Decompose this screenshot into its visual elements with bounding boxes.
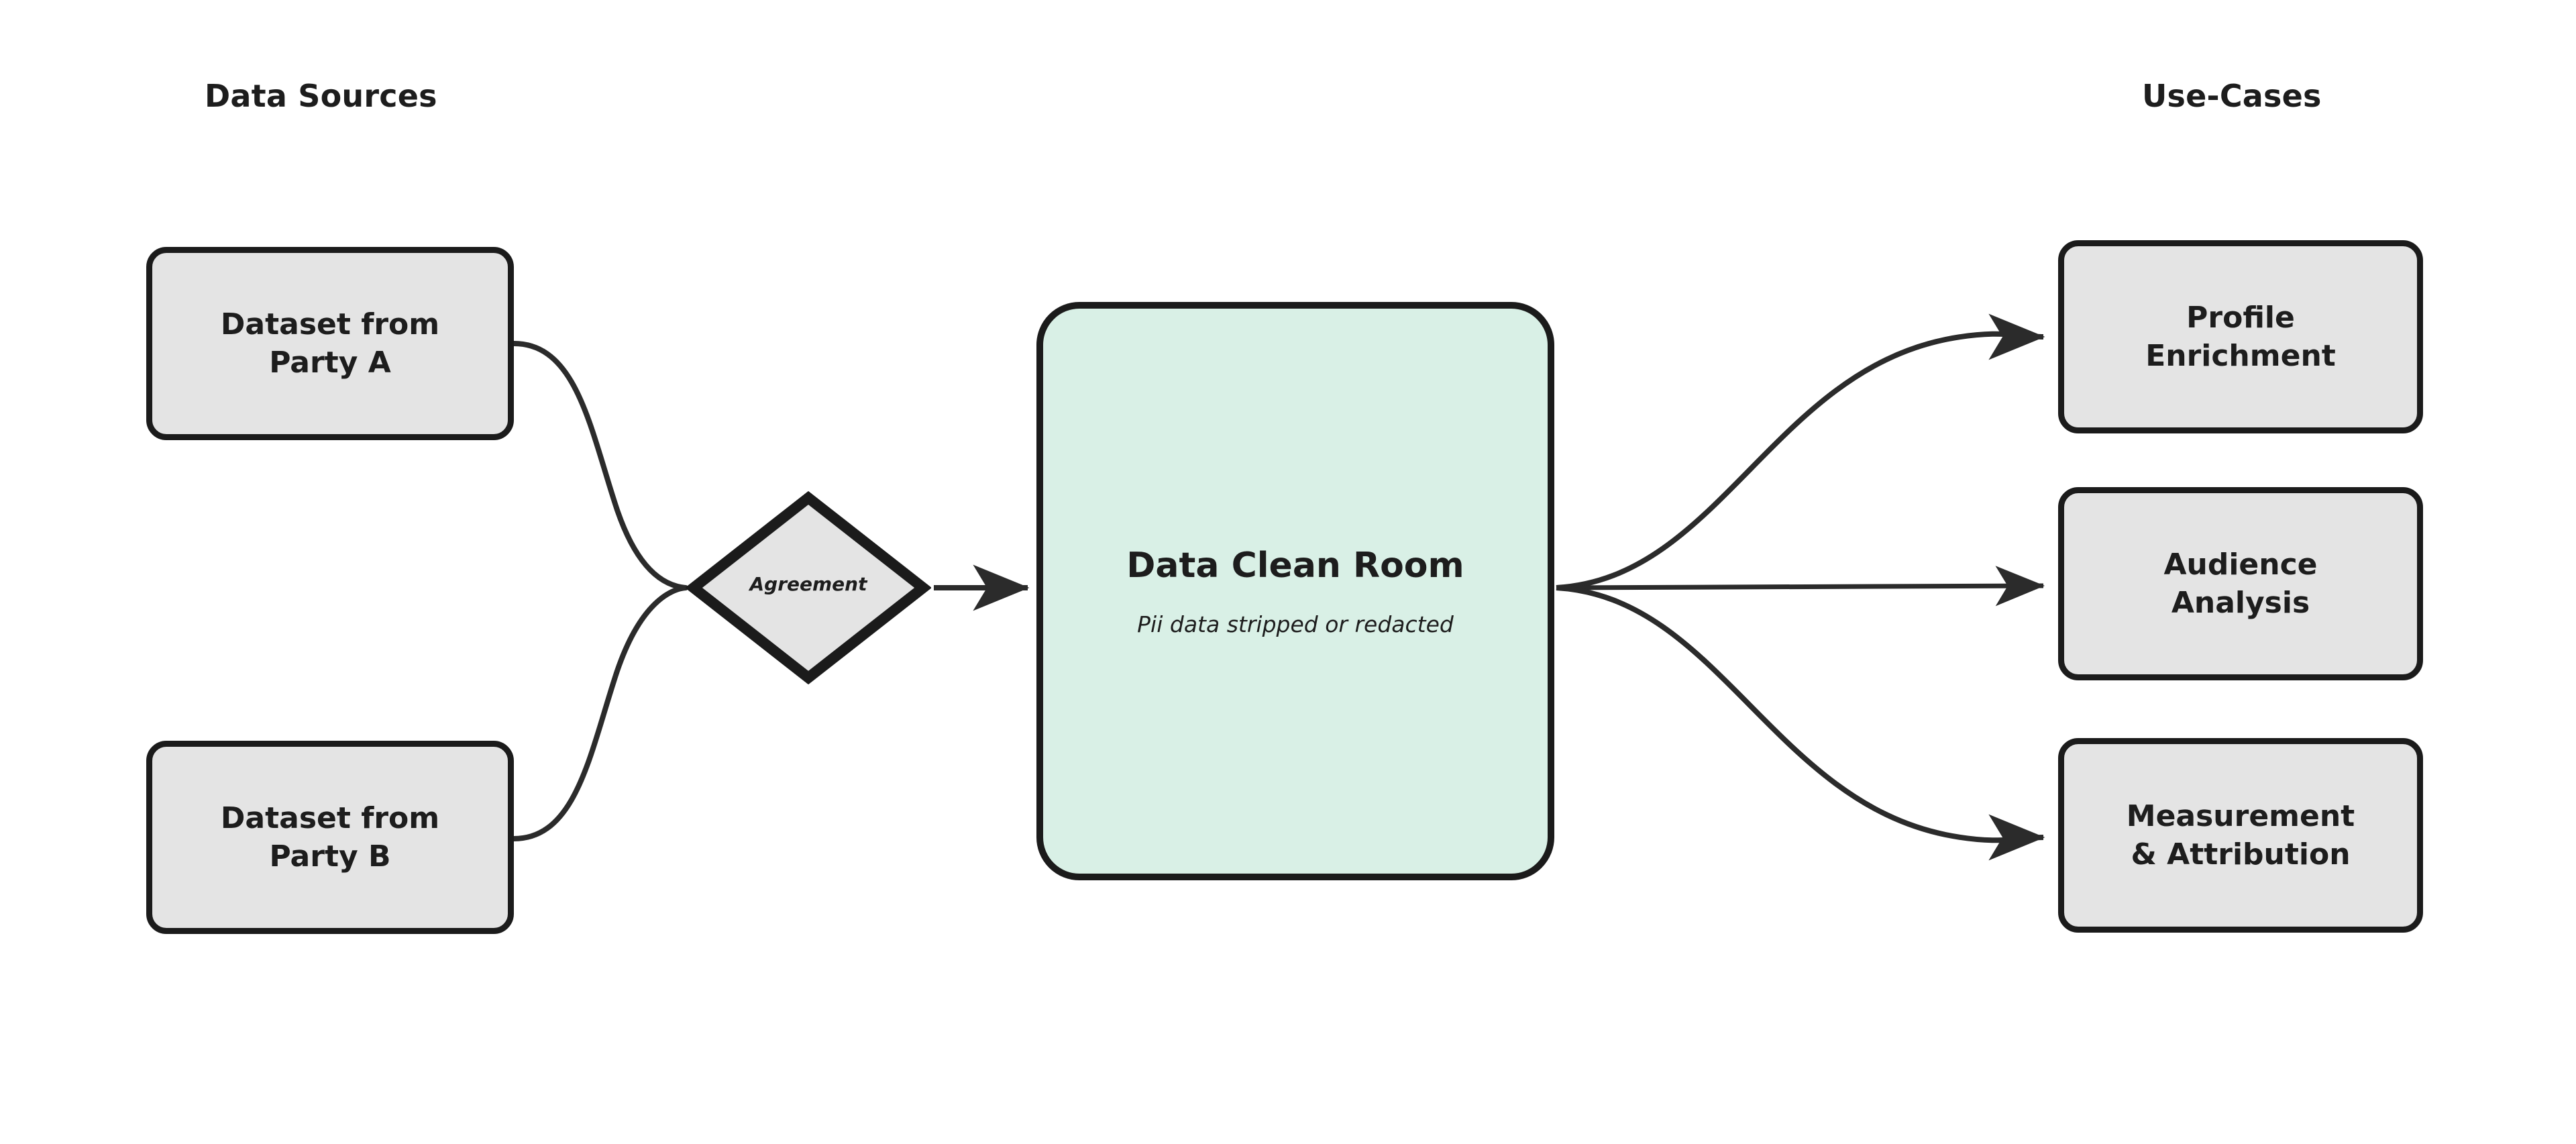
column-header-use-cases: Use-Cases [2142, 78, 2322, 114]
node-dataset-from-party-a[interactable]: Dataset from Party A [146, 247, 514, 440]
node-label-line-2: Enrichment [2145, 339, 2336, 373]
edge-dataset-b-to-agreement [511, 585, 688, 841]
column-header-data-sources: Data Sources [205, 78, 437, 114]
node-label-line-2: Party A [269, 346, 391, 380]
clean-room-subtitle: Pii data stripped or redacted [1137, 611, 1454, 637]
clean-room-title: Data Clean Room [1126, 545, 1464, 586]
edge-dataset-a-to-agreement [511, 341, 688, 590]
node-profile-enrichment[interactable]: Profile Enrichment [2058, 240, 2423, 433]
edge-clean-room-to-audience [1556, 566, 2045, 607]
node-label-line-2: Analysis [2171, 586, 2310, 620]
node-agreement-diamond[interactable] [686, 490, 931, 686]
node-label-line-1: Profile [2186, 300, 2295, 335]
node-label-line-2: Party B [269, 839, 391, 874]
node-agreement-label: Agreement [749, 573, 867, 595]
node-label-line-1: Measurement [2126, 798, 2355, 833]
node-dataset-from-party-b[interactable]: Dataset from Party B [146, 741, 514, 934]
node-label-line-1: Dataset from [220, 307, 440, 342]
node-label-line-2: & Attribution [2131, 837, 2351, 872]
node-data-clean-room[interactable]: Data Clean Room Pii data stripped or red… [1036, 302, 1554, 880]
node-label-line-1: Audience [2163, 547, 2318, 582]
edge-clean-room-to-measurement [1556, 585, 2045, 861]
node-label-line-1: Dataset from [220, 800, 440, 835]
edge-clean-room-to-profile [1556, 313, 2045, 590]
node-measurement-and-attribution[interactable]: Measurement & Attribution [2058, 738, 2423, 933]
node-audience-analysis[interactable]: Audience Analysis [2058, 487, 2423, 680]
